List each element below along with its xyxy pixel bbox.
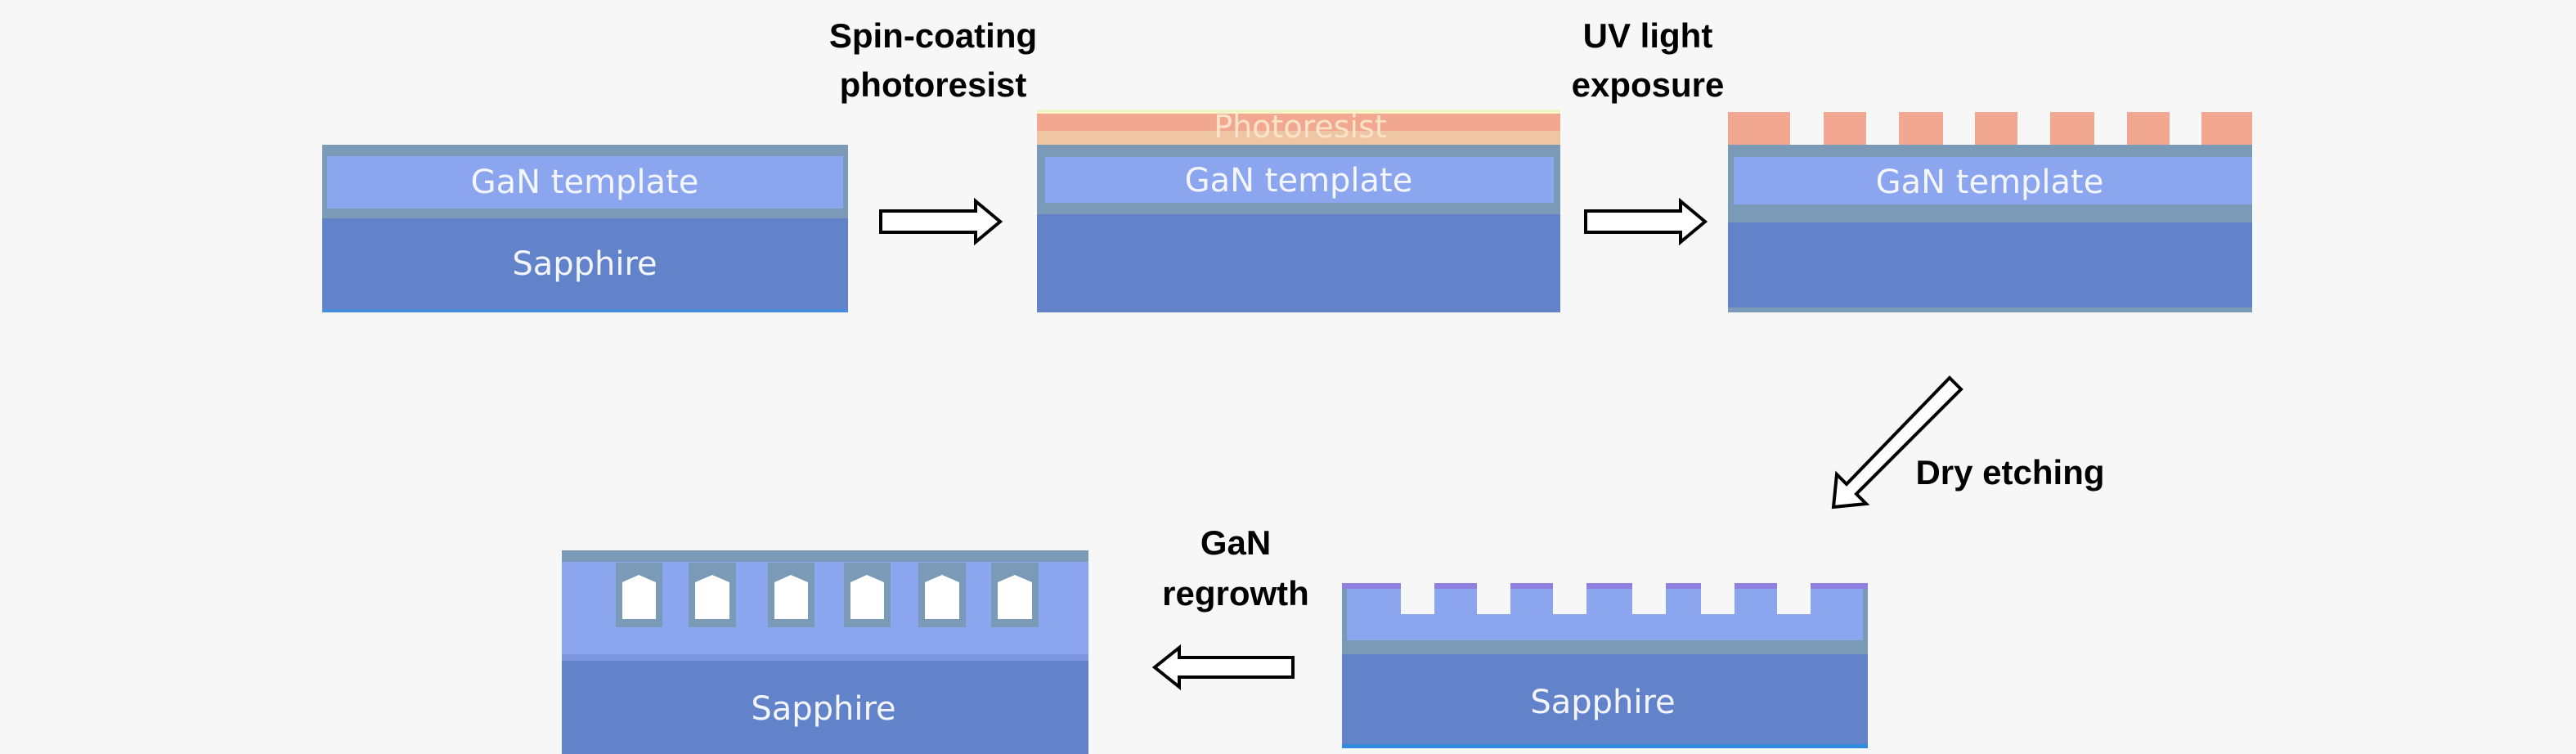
regrowth-label-1: GaN (1200, 523, 1271, 562)
gan-template-label: GaN template (471, 164, 699, 201)
voids (616, 563, 1039, 627)
panel-patterned-photoresist: GaN template (1728, 112, 2252, 312)
spin-coating-label-1: Spin-coating (829, 16, 1037, 55)
uv-exposure-label-2: exposure (1572, 65, 1725, 104)
arrow-left (1151, 644, 1295, 691)
regrowth-label-2: regrowth (1162, 574, 1309, 613)
sapphire-label: Sapphire (1530, 684, 1675, 721)
panel-initial-substrate: GaN template Sapphire (322, 145, 848, 312)
gan-template-label: GaN template (1876, 164, 2104, 201)
panel-regrown-gan: Sapphire (562, 550, 1088, 754)
arrow-diagonal-down-left (1831, 375, 1963, 509)
panel-etched-template: Sapphire (1342, 583, 1868, 748)
uv-exposure-label-1: UV light (1583, 16, 1713, 55)
gan-template-label: GaN template (1185, 162, 1413, 200)
dry-etching-label: Dry etching (1915, 453, 2104, 491)
photoresist-label: Photoresist (1214, 109, 1387, 145)
sapphire-label: Sapphire (512, 245, 657, 283)
arrow-right-2 (1584, 197, 1708, 246)
photoresist-blocks (1728, 112, 2252, 145)
spin-coating-label-2: photoresist (840, 65, 1027, 104)
etched-trenches (1401, 583, 1811, 614)
panel-photoresist-coated: Photoresist GaN template (1037, 109, 1560, 312)
arrow-right-1 (879, 197, 1003, 246)
sapphire-label: Sapphire (751, 690, 895, 728)
